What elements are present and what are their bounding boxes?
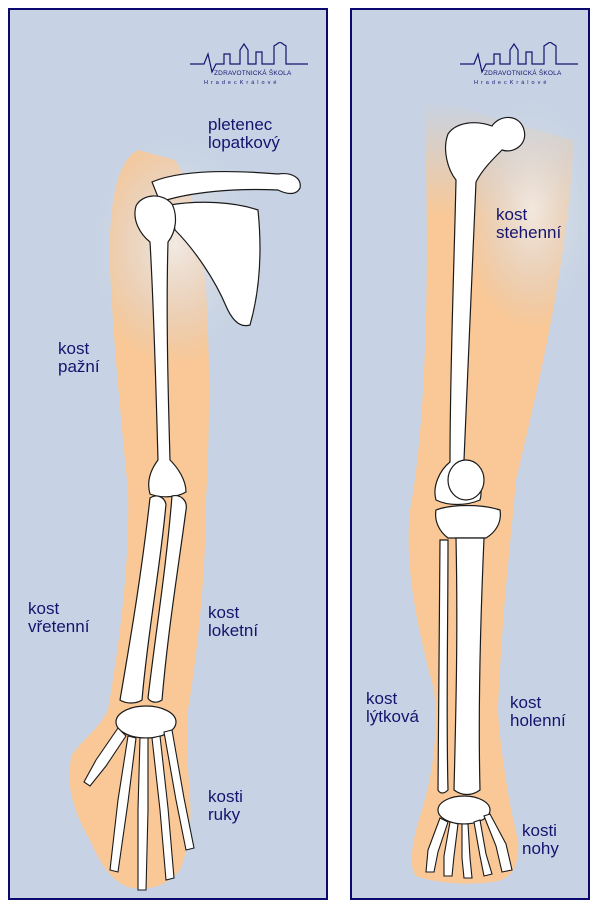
school-logo: ZDRAVOTNICKÁ ŠKOLA HradecKrálové [190,42,310,92]
label-shoulder: pletenec lopatkový [208,116,280,152]
leg-panel: ZDRAVOTNICKÁ ŠKOLA HradecKrálové kost st… [350,8,590,900]
label-femur: kost stehenní [496,206,561,242]
tarsals [438,796,490,824]
patella [448,460,484,500]
fibula [438,540,448,793]
arm-panel: ZDRAVOTNICKÁ ŠKOLA HradecKrálové pletene… [8,8,328,900]
label-humerus: kost pažní [58,340,100,376]
label-ulna: kost loketní [208,604,258,640]
label-hand: kosti ruky [208,788,243,824]
tibia-plateau [436,506,501,539]
label-radius: kost vřetenní [28,600,89,636]
leg-illustration [352,10,590,900]
logo-name: ZDRAVOTNICKÁ ŠKOLA [214,70,292,77]
label-fibula: kost lýtková [366,690,419,726]
tibia [454,538,484,795]
logo-city: HradecKrálové [204,80,279,86]
label-foot: kosti nohy [522,822,559,858]
label-tibia: kost holenní [510,694,566,730]
arm-illustration [10,10,328,900]
logo-city: HradecKrálové [474,80,549,86]
logo-name: ZDRAVOTNICKÁ ŠKOLA [484,70,562,77]
school-logo: ZDRAVOTNICKÁ ŠKOLA HradecKrálové [460,42,580,92]
